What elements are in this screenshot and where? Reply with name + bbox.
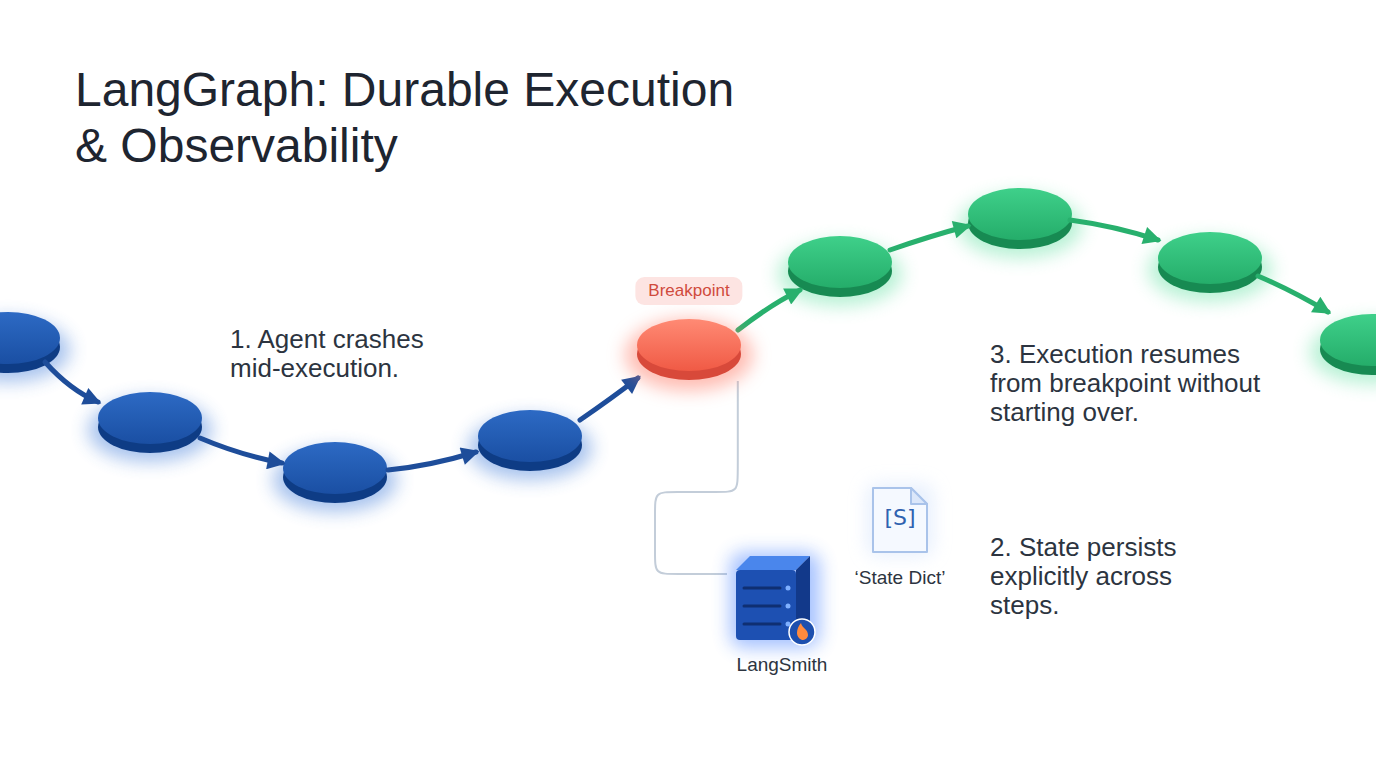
step-disc: [788, 236, 892, 288]
breakpoint-label: Breakpoint: [635, 277, 742, 305]
server-led: [786, 604, 791, 609]
step-disc: [283, 442, 387, 494]
server-led: [786, 622, 791, 627]
server-front: [736, 570, 796, 640]
server-slot: [744, 587, 780, 590]
flow-arrow: [45, 362, 98, 402]
state-symbol: [S]: [845, 504, 955, 532]
step-disc: [1320, 314, 1376, 366]
server-node: LangSmith: [727, 548, 837, 680]
server-slot: [744, 623, 780, 626]
step-disc: [968, 188, 1072, 240]
flow-arrow: [200, 438, 282, 463]
resumed-step: [1310, 314, 1376, 384]
server-glow: [730, 552, 820, 648]
flow-arrow: [580, 378, 638, 420]
flow-arrow: [388, 452, 476, 470]
node-label: LangSmith: [737, 653, 828, 677]
step-disc: [98, 392, 202, 444]
completed-step: [468, 410, 592, 480]
resumed-step: [958, 188, 1082, 258]
step-note: 3. Execution resumes from breakpoint wit…: [990, 340, 1280, 427]
state-dict-node: [S] ‘State Dict’: [845, 484, 955, 592]
completed-step: [273, 442, 397, 512]
server-slot: [744, 605, 780, 608]
flame-badge: [789, 619, 815, 645]
step-disc: [0, 312, 60, 364]
resumed-step: [778, 236, 902, 306]
step-note: 2. State persists explicitly across step…: [990, 533, 1195, 620]
breakpoint-node: Breakpoint: [628, 277, 750, 381]
flame-icon: [797, 623, 808, 640]
node-shape: [727, 548, 837, 648]
completed-step: [88, 392, 212, 462]
server-led: [786, 586, 791, 591]
node-label: ‘State Dict’: [855, 566, 946, 590]
step-disc: [1158, 232, 1262, 284]
diagram-title: LangGraph: Durable Execution & Observabi…: [75, 62, 775, 174]
resumed-step: [1148, 232, 1272, 302]
step-disc: [478, 410, 582, 462]
flow-arrow: [890, 226, 968, 250]
flow-arrows: [45, 220, 1328, 470]
flow-arrow: [1070, 220, 1158, 240]
step-note: 1. Agent crashes mid-execution.: [230, 325, 440, 383]
node-shape: [628, 307, 750, 381]
connector-line: [655, 381, 738, 574]
breakpoint-disc: [637, 319, 741, 371]
flow-arrow: [1258, 276, 1328, 312]
flow-arrow: [738, 290, 800, 330]
document-fold: [911, 488, 927, 504]
breakpoint-glow: [625, 319, 753, 391]
completed-step: [0, 312, 70, 382]
